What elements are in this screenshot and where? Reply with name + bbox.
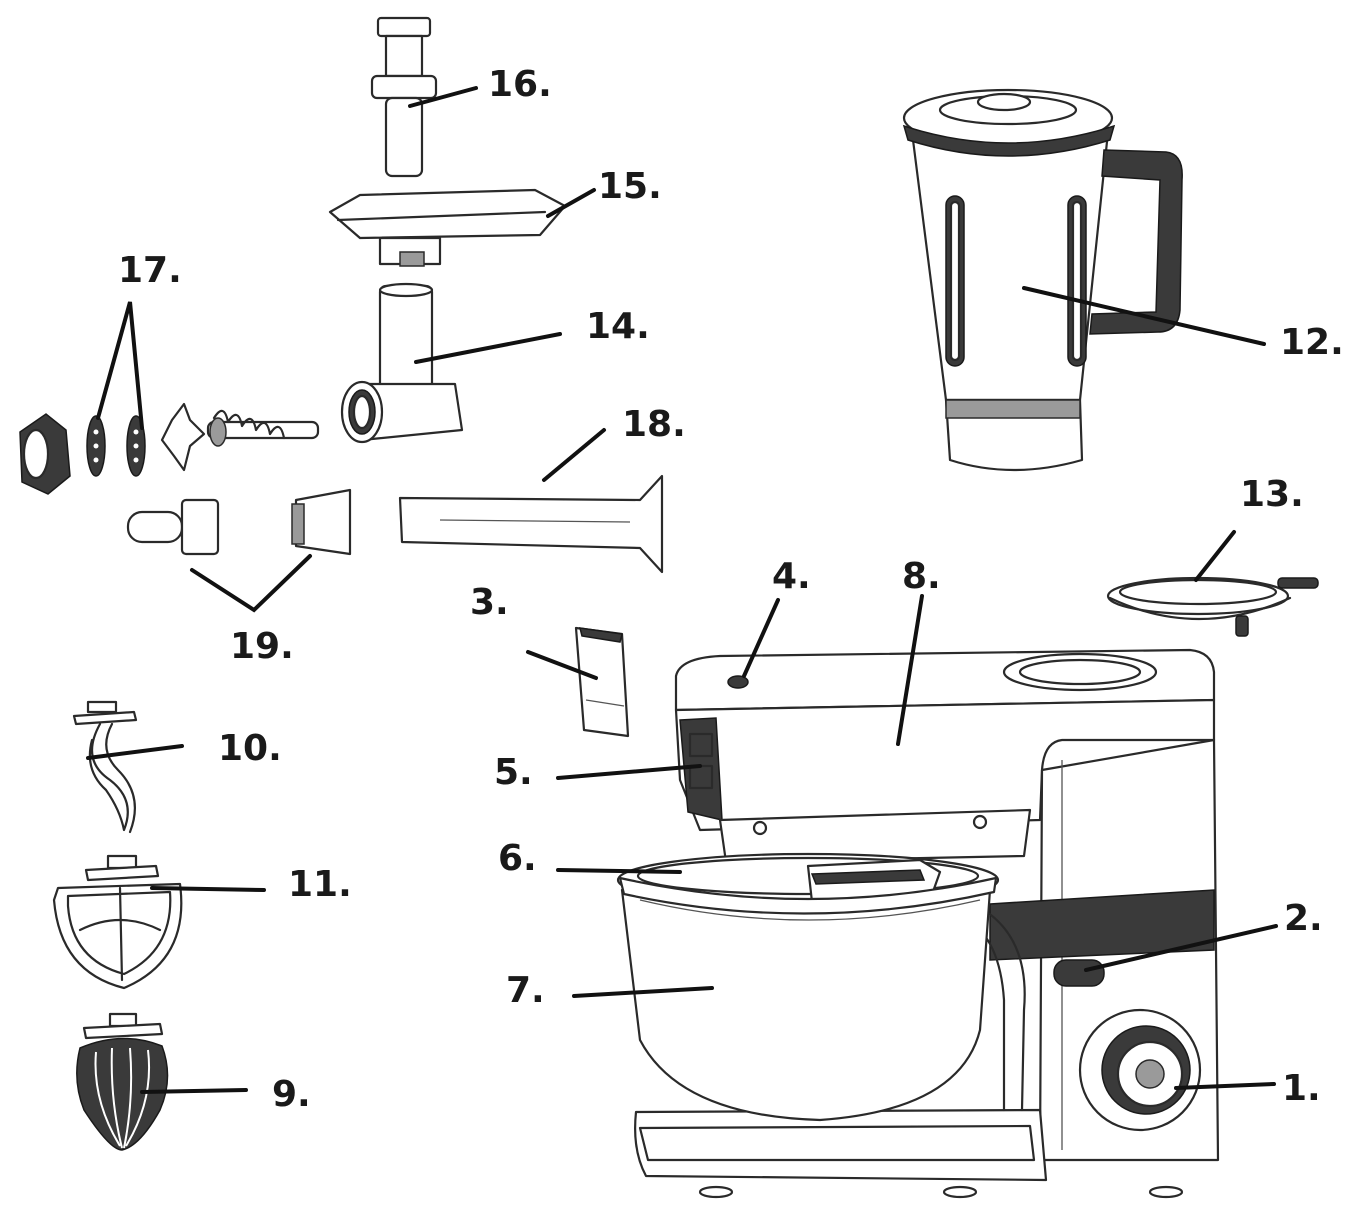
mincer-body-part — [340, 282, 464, 444]
leader-lines — [86, 86, 1278, 1094]
mixer-base-part — [634, 738, 1220, 1199]
label-1: 1. — [1282, 1068, 1321, 1109]
label-17: 17. — [118, 250, 182, 291]
sausage-attachments-part — [126, 488, 352, 556]
label-10: 10. — [218, 728, 282, 769]
outlet-cover-part — [574, 626, 630, 738]
label-9: 9. — [272, 1074, 311, 1115]
bowl-part — [616, 852, 1000, 1122]
pusher-part — [370, 16, 438, 178]
funnel-part — [398, 474, 664, 574]
part-labels: 1. 2. 3. 4. 5. 6. 7. 8. 9. 10. 11. 12. 1… — [118, 64, 1344, 1115]
label-2: 2. — [1284, 898, 1323, 939]
label-14: 14. — [586, 306, 650, 347]
blender-jug-part — [902, 88, 1183, 472]
label-5: 5. — [494, 752, 533, 793]
label-16: 16. — [488, 64, 552, 105]
tray-part — [328, 188, 567, 267]
label-7: 7. — [506, 970, 545, 1011]
label-15: 15. — [598, 166, 662, 207]
label-4: 4. — [772, 556, 811, 597]
label-11: 11. — [288, 864, 352, 905]
splash-lid-part — [1106, 576, 1319, 637]
label-12: 12. — [1280, 322, 1344, 363]
mincer-plates-part — [19, 402, 320, 495]
flat-beater-part — [52, 854, 183, 990]
label-18: 18. — [622, 404, 686, 445]
whisk-part — [76, 1012, 169, 1151]
label-8: 8. — [902, 556, 941, 597]
dough-hook-part — [72, 700, 138, 834]
label-6: 6. — [498, 838, 537, 879]
mixer-head-part — [674, 648, 1216, 864]
label-19: 19. — [230, 626, 294, 667]
label-3: 3. — [470, 582, 509, 623]
label-13: 13. — [1240, 474, 1304, 515]
